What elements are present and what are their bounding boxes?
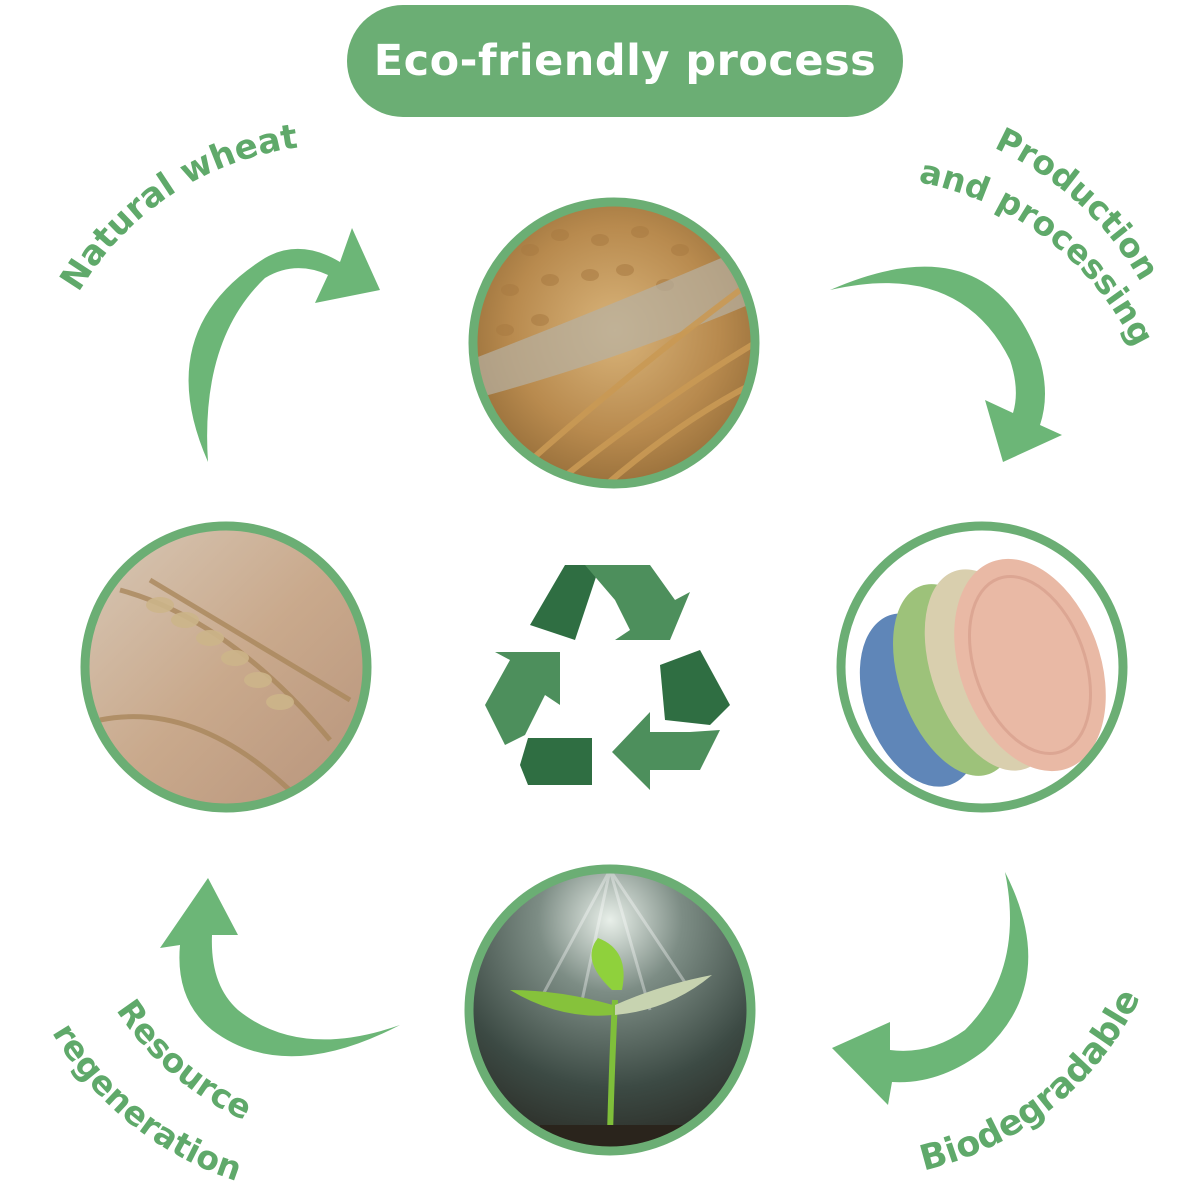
- sprout-image: [464, 864, 756, 1156]
- title-banner: Eco-friendly process: [347, 5, 903, 117]
- plates-image: [836, 521, 1128, 813]
- title-text: Eco-friendly process: [373, 36, 877, 86]
- wheat-field-image: [80, 521, 372, 813]
- arrow-sprout-to-field: [160, 878, 400, 1057]
- arrow-production-to-plates: [830, 266, 1062, 462]
- recycle-icon: [485, 565, 730, 790]
- label-biodegradable: Biodegradable: [916, 983, 1149, 1180]
- arrow-plates-to-sprout: [832, 872, 1029, 1105]
- arrow-natural-to-production: [188, 228, 380, 462]
- wheat-grain-image: [468, 197, 760, 489]
